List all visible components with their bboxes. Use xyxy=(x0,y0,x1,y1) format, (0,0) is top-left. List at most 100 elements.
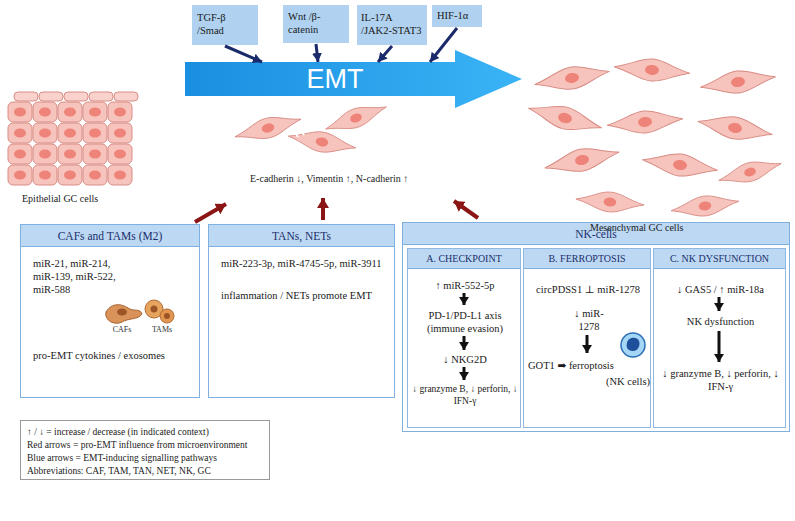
microenvironment-arrows xyxy=(195,198,478,222)
process-arrow: EMT xyxy=(185,50,522,108)
flow-arrow xyxy=(718,331,721,362)
box-text: EMT xyxy=(280,63,390,95)
cell xyxy=(613,56,691,85)
box-text: ↓ miR-1278 xyxy=(566,307,612,333)
cell xyxy=(83,165,107,185)
cell-nucleus xyxy=(151,306,158,313)
cell xyxy=(39,92,63,101)
cell xyxy=(287,126,358,157)
box-text: pro-EMT cytokines / exosomes xyxy=(33,349,193,362)
cell xyxy=(670,191,740,220)
pathway-box: Wnt /β-catenin xyxy=(283,5,349,43)
pathway-arrow xyxy=(225,46,262,62)
box-text: ↑ / ↓ = increase / decrease (in indicate… xyxy=(27,426,267,438)
box-heading: A. CHECKPOINT xyxy=(408,249,520,269)
cell xyxy=(8,144,32,164)
box-text: miR-21, miR-214, miR-139, miR-522, miR-5… xyxy=(33,257,128,296)
legend-box: ↑ / ↓ = increase / decrease (in indicate… xyxy=(20,420,270,480)
panel-box: C. NK DYSFUNCTION↓ GAS5 / ↑ miR-18aNK dy… xyxy=(653,248,786,428)
box-text: Wnt /β-catenin xyxy=(288,10,338,36)
cell xyxy=(533,61,612,96)
cell xyxy=(108,102,132,122)
cell xyxy=(114,92,138,101)
cell xyxy=(641,149,719,181)
pathway-arrow xyxy=(316,44,318,62)
cell xyxy=(108,144,132,164)
box-heading: CAFs and TAMs (M2) xyxy=(21,225,199,247)
panel-box: B. FERROPTOSIScircPDSS1 ⊥ miR-1278↓ miR-… xyxy=(523,248,651,428)
tam-cell xyxy=(160,309,174,323)
figure-label: Mesenchymal GC cells xyxy=(590,222,760,234)
caf-tam-icon xyxy=(106,300,174,323)
cell xyxy=(33,123,57,143)
mesenchymal-cells xyxy=(525,56,783,221)
cell xyxy=(8,102,32,122)
cell xyxy=(83,123,107,143)
box-heading: C. NK DYSFUNCTION xyxy=(654,249,785,269)
box-text: TGF-β /Smad xyxy=(197,11,237,37)
red-arrow xyxy=(195,204,226,222)
pathway-box: IL-17A /JAK2-STAT3 xyxy=(357,5,427,45)
box-text: ↓ NKG2D xyxy=(410,353,520,366)
pathway-arrow xyxy=(378,46,392,62)
pathway-box: TGF-β /Smad xyxy=(192,5,258,45)
flow-arrow xyxy=(463,367,466,380)
box-text: ↑ miR-552-5p xyxy=(410,279,520,292)
epithelial-cells xyxy=(8,92,138,185)
cell xyxy=(8,165,32,185)
box-text: inflammation / NETs promote EMT xyxy=(221,289,391,302)
cell xyxy=(33,165,57,185)
cell xyxy=(525,98,604,139)
nk-cell-icon xyxy=(621,333,645,357)
cell-nucleus xyxy=(117,309,127,316)
cell-nucleus xyxy=(627,338,640,351)
source-box: CAFs and TAMs (M2) miR-21, miR-214, miR-1… xyxy=(20,224,200,398)
cell xyxy=(699,66,777,98)
box-text: PD-1/PD-L1 axis (immune evasion) xyxy=(415,309,515,335)
caf-cell xyxy=(106,305,142,324)
flow-arrow xyxy=(463,293,466,305)
cell xyxy=(58,144,82,164)
pathway-box: HIF-1α xyxy=(432,5,482,27)
cell xyxy=(58,123,82,143)
box-text: ↓ granzyme B, ↓ perforin, ↓ IFN-γ xyxy=(409,383,521,407)
transitioning-cells xyxy=(232,98,389,158)
box-text: Red arrows = pro-EMT influence from micr… xyxy=(27,439,267,451)
cell xyxy=(716,155,783,190)
box-text: miR-223-3p, miR-4745-5p, miR-3911 xyxy=(221,257,391,270)
box-text: HIF-1α xyxy=(437,9,479,22)
flow-arrow xyxy=(718,297,721,311)
cell-nucleus xyxy=(164,313,170,319)
panel-box: A. CHECKPOINT ↑ miR-552-5pPD-1/PD-L1 axis… xyxy=(407,248,521,428)
source-box: TANs, NETs miR-223-3p, miR-4745-5p, miR-3… xyxy=(208,224,395,398)
flow-arrows xyxy=(464,293,719,380)
box-text: CAFs xyxy=(105,325,139,334)
tam-cell xyxy=(145,300,163,318)
box-text: NK dysfunction xyxy=(656,315,785,328)
cell xyxy=(83,144,107,164)
cell xyxy=(8,123,32,143)
arrow-body xyxy=(185,50,522,108)
box-text: (NK cells) xyxy=(604,375,652,388)
box-text: Abbreviations: CAF, TAM, TAN, NET, NK, G… xyxy=(27,465,267,477)
flow-arrow xyxy=(586,335,589,353)
cell xyxy=(58,102,82,122)
cell xyxy=(14,92,38,101)
figure-label: E-cadherin ↓, Vimentin ↑, N-cadherin ↑ xyxy=(250,173,490,185)
cell xyxy=(232,110,303,147)
group-box: NK-cellsA. CHECKPOINT↑ miR-552-5pPD-1/PD… xyxy=(402,222,790,432)
cell xyxy=(543,141,622,178)
cell xyxy=(89,92,113,101)
pathway-arrow xyxy=(430,28,457,62)
box-heading: TANs, NETs xyxy=(209,225,394,247)
junction-mark xyxy=(292,127,298,137)
cell xyxy=(606,108,684,137)
box-text: GOT1 ➡ ferroptosis xyxy=(528,359,628,372)
cell xyxy=(58,165,82,185)
cell xyxy=(322,98,389,138)
cell xyxy=(108,123,132,143)
